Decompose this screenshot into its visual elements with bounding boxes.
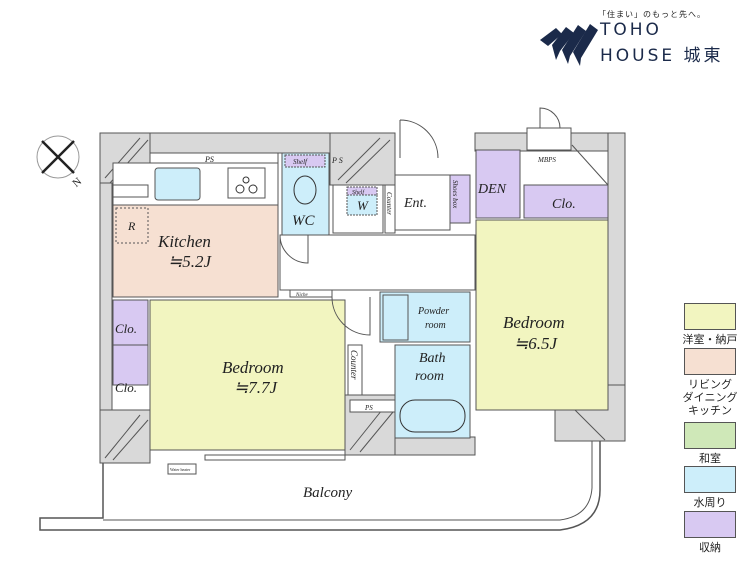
niche-label: Niche: [295, 293, 308, 298]
legend-label: 和室: [699, 452, 721, 465]
legend-label: 収納: [699, 541, 721, 554]
legend-item-western-room: 洋室・納戸: [670, 303, 750, 346]
bedroom-right: [475, 219, 609, 411]
powder-room-label-1: Powder: [417, 306, 449, 317]
mbps-label: MBPS: [537, 156, 556, 164]
powder-room-label-2: room: [425, 320, 446, 331]
legend-swatch: [684, 303, 736, 330]
closet-left-1: [112, 299, 149, 346]
washer-label: W: [357, 198, 369, 213]
closet-left-2-label: Clo.: [115, 380, 137, 395]
legend-item-ldk: リビング ダイニング キッチン: [670, 348, 750, 417]
legend-item-storage: 収納: [670, 511, 750, 554]
logo-tagline: 「住まい」のもっと先へ。: [598, 10, 706, 19]
den-label: DEN: [477, 182, 507, 197]
ps-label: PS: [204, 155, 214, 164]
bathtub-icon: [399, 399, 466, 433]
legend-item-japanese-room: 和室: [670, 422, 750, 465]
water-heater-label: Water heater: [170, 467, 191, 472]
entrance-label: Ent.: [403, 196, 427, 211]
legend-swatch: [684, 348, 736, 375]
closet-left-1-label: Clo.: [115, 321, 137, 336]
ps-bath-label: PS: [364, 404, 373, 412]
legend-swatch: [684, 466, 736, 493]
bedroom-left-size: ≒7.7J: [234, 378, 279, 397]
bath-room-label-2: room: [415, 369, 444, 384]
balcony-label: Balcony: [303, 485, 352, 501]
closet-right-label: Clo.: [552, 197, 576, 212]
kitchen-label: Kitchen: [157, 232, 211, 251]
legend-label: 水周り: [693, 496, 727, 509]
closet-right: [523, 184, 609, 219]
logo-text-2: HOUSE 城東: [600, 46, 724, 66]
legend-swatch: [684, 422, 736, 449]
kitchen-sink-icon: [154, 167, 201, 201]
bath-room-label-1: Bath: [419, 351, 445, 366]
north-label: N: [70, 175, 84, 189]
logo-mark: [540, 24, 598, 66]
closet-left-2: [112, 344, 149, 386]
legend-label: リビング ダイニング キッチン: [682, 378, 738, 417]
legend-label: 洋室・納戸: [682, 333, 738, 346]
compass-icon: N: [36, 135, 84, 190]
counter-top-label: Counter: [385, 192, 393, 215]
wc-label: WC: [292, 213, 315, 229]
bedroom-left-label: Bedroom: [222, 358, 284, 377]
bedroom-left: [149, 299, 346, 451]
ps-wc-label: P S: [331, 156, 343, 165]
toilet-icon: [293, 175, 317, 205]
bedroom-right-label: Bedroom: [503, 313, 565, 332]
legend-swatch: [684, 511, 736, 538]
refrigerator-label: R: [127, 219, 136, 233]
logo-text-1: TOHO: [600, 20, 662, 40]
bedroom-right-size: ≒6.5J: [514, 334, 559, 353]
shelf-w-label: Shelf: [352, 189, 365, 196]
kitchen: [112, 204, 279, 298]
legend-item-water: 水周り: [670, 466, 750, 509]
shoes-box-label: Shoes box: [451, 180, 459, 209]
counter-label: Counter: [349, 350, 359, 380]
shelf-label: Shelf: [293, 158, 308, 166]
kitchen-size: ≒5.2J: [168, 252, 213, 271]
den: [475, 149, 521, 219]
powder-room: [379, 291, 471, 343]
balcony: [39, 435, 601, 531]
